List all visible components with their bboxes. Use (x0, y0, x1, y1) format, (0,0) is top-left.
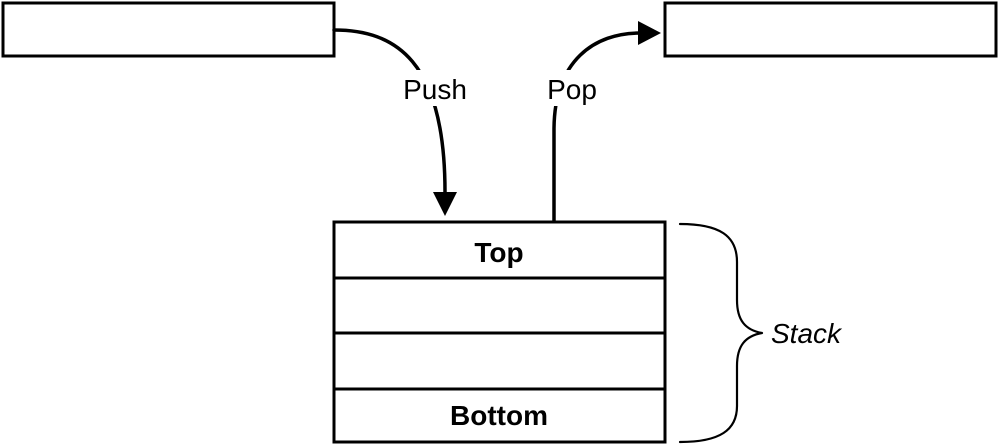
stack: Top Bottom (332, 220, 667, 444)
push-label: Push (403, 74, 467, 105)
stack-slot-top: Top (474, 237, 523, 268)
pop-label-bg (546, 70, 598, 106)
push-label-bg (403, 70, 467, 106)
push-arrowhead (433, 192, 457, 216)
stack-slot-bottom: Bottom (450, 400, 548, 431)
input-element-box (1, 1, 336, 58)
push-arrow (332, 28, 447, 194)
pop-arrow (552, 31, 642, 224)
stack-label: Stack (771, 318, 843, 349)
output-element-box (663, 1, 998, 58)
pop-arrowhead (638, 21, 661, 45)
stack-brace (678, 222, 764, 444)
pop-label: Pop (547, 74, 597, 105)
